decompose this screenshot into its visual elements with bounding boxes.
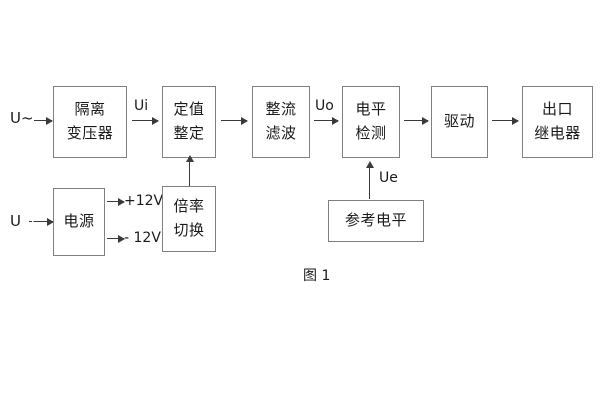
arrow-isolation-transformer-to-setting-value bbox=[132, 116, 159, 125]
block-rectify-filter-line-2: 滤波 bbox=[265, 124, 297, 142]
arrow-dc-input-to-power-supply bbox=[36, 217, 54, 226]
block-multiplier-switch: 倍率 切换 bbox=[162, 186, 216, 252]
signal-label-ui: Ui bbox=[134, 98, 149, 114]
block-reference-level-line-1: 参考电平 bbox=[344, 211, 407, 230]
block-rectify-filter-line-1: 整流 bbox=[265, 100, 297, 119]
block-level-detection-line-1: 电平 bbox=[355, 100, 387, 119]
figure-caption: 图 1 bbox=[303, 268, 331, 284]
arrow-power-supply-rail-positive bbox=[107, 197, 125, 206]
block-setting-value-line-1: 定值 bbox=[173, 100, 205, 119]
dc-input-dash-marker bbox=[29, 221, 41, 222]
arrow-rectify-filter-to-level-detection bbox=[314, 116, 339, 125]
block-output-relay: 出口 继电器 bbox=[522, 86, 593, 158]
block-power-supply: 电源 bbox=[53, 188, 105, 256]
signal-label-ue: Ue bbox=[379, 170, 398, 186]
block-level-detection-line-2: 检测 bbox=[355, 124, 387, 142]
block-output-relay-line-1: 出口 bbox=[541, 100, 573, 119]
block-level-detection: 电平 检测 bbox=[342, 86, 400, 158]
block-setting-value: 定值 整定 bbox=[162, 86, 216, 158]
block-isolation-transformer-line-1: 隔离 bbox=[74, 100, 106, 119]
block-driver: 驱动 bbox=[431, 86, 488, 158]
arrow-driver-to-output-relay bbox=[492, 116, 519, 125]
arrow-power-supply-rail-negative bbox=[107, 234, 125, 243]
rail-label-positive-12v: +12V bbox=[124, 193, 164, 209]
block-multiplier-switch-line-1: 倍率 bbox=[173, 197, 205, 216]
block-reference-level: 参考电平 bbox=[328, 200, 424, 242]
block-isolation-transformer: 隔离 变压器 bbox=[53, 86, 127, 158]
block-setting-value-line-2: 整定 bbox=[173, 124, 205, 142]
input-label-ac: U~ bbox=[10, 109, 34, 127]
arrow-multiplier-switch-to-setting-value bbox=[185, 155, 194, 186]
arrow-level-detection-to-driver bbox=[404, 116, 429, 125]
block-isolation-transformer-line-2: 变压器 bbox=[66, 124, 114, 142]
block-driver-line-1: 驱动 bbox=[443, 112, 475, 131]
rail-label-negative-12v: - 12V bbox=[124, 230, 161, 246]
arrow-setting-value-to-rectify-filter bbox=[221, 116, 248, 125]
signal-label-uo: Uo bbox=[315, 98, 334, 114]
arrow-ac-input-to-isolation-transformer bbox=[34, 116, 53, 125]
input-label-dc: U bbox=[10, 212, 21, 230]
arrow-reference-level-to-level-detection bbox=[365, 161, 374, 199]
block-power-supply-line-1: 电源 bbox=[63, 212, 95, 231]
block-output-relay-line-2: 继电器 bbox=[534, 124, 581, 142]
block-multiplier-switch-line-2: 切换 bbox=[173, 221, 205, 239]
block-rectify-filter: 整流 滤波 bbox=[252, 86, 310, 158]
